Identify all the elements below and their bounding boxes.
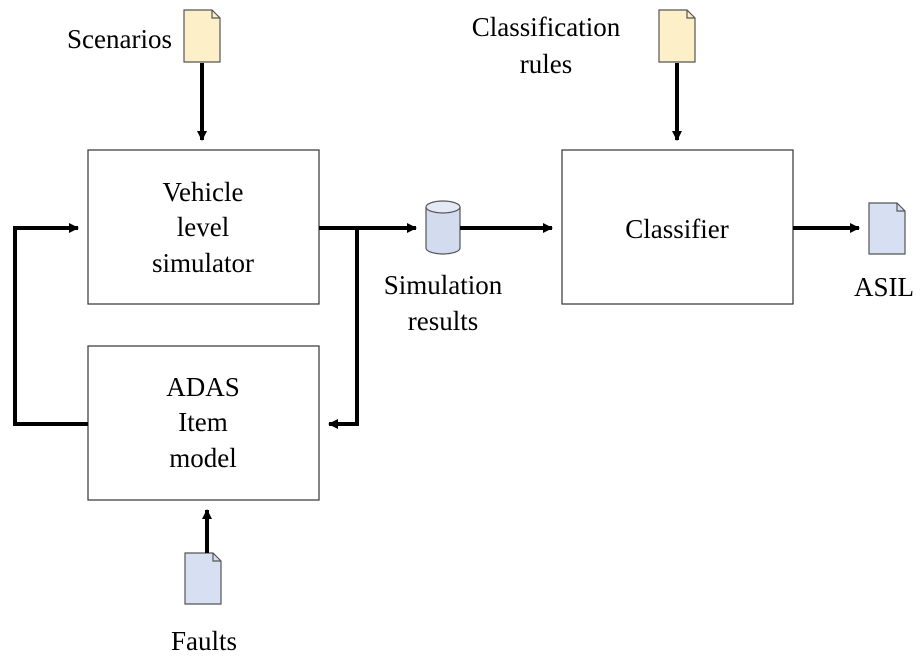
adas-item-model-label-1: ADAS [166,372,240,402]
vehicle-simulator-label-3: simulator [152,248,254,278]
simulator-to-adas-feedback-arrow [328,228,359,429]
classification-rules-document-icon [658,9,696,63]
vehicle-simulator-label-2: level [177,212,229,242]
classification-rules-label-1: Classification [472,12,621,42]
simulation-results-label-1: Simulation [384,270,503,300]
asil-document-icon [868,202,906,255]
faults-document-icon [184,552,222,605]
simulation-results-database-icon [425,200,461,255]
classifier-label: Classifier [625,214,728,244]
classifier-block [561,149,794,305]
adas-item-model-block [87,345,320,501]
asil-label: ASIL [854,272,914,302]
classification-rules-label-2: rules [520,49,572,79]
vehicle-simulator-block [87,149,320,305]
adas-item-model-label-3: model [169,443,237,473]
scenarios-label: Scenarios [67,24,172,54]
vehicle-simulator-label-1: Vehicle [163,177,244,207]
adas-item-model-label-2: Item [178,407,227,437]
adas-to-simulator-feedback-arrow [13,223,88,426]
simulation-results-label-2: results [408,306,479,336]
faults-label: Faults [171,626,237,656]
scenarios-document-icon [183,9,221,63]
